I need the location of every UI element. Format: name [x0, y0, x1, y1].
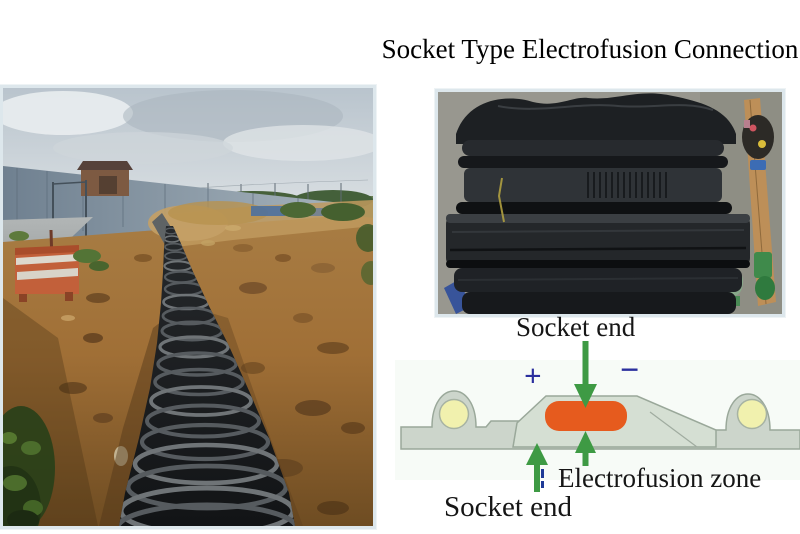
- joint-photo-art: [438, 92, 782, 314]
- polarity-minus: −: [620, 352, 640, 389]
- corrugation-core-right: [736, 398, 768, 430]
- arrow-down-head: [574, 384, 597, 408]
- site-photo-art: [3, 88, 373, 526]
- page-title: Socket Type Electrofusion Connection: [381, 34, 799, 64]
- arrow-down-stem: [582, 341, 589, 384]
- socket-end-bottom-label: Socket end: [444, 491, 573, 523]
- corrugation-core-left: [438, 398, 470, 430]
- socket-inner-edge: [649, 411, 698, 448]
- arrow-up-left-head: [526, 443, 548, 465]
- arrow-up-mid-stem: [582, 453, 589, 466]
- socket-collar: [446, 214, 750, 268]
- polarity-plus: +: [524, 358, 542, 393]
- site-photo: [0, 85, 376, 529]
- socket-end-top-label: Socket end: [516, 312, 636, 342]
- trench-shadow: [99, 318, 166, 526]
- joint-photo: [435, 89, 785, 317]
- arrows: [526, 341, 597, 492]
- electrofusion-diagram: [395, 338, 800, 500]
- cloud: [3, 91, 133, 135]
- blue-dash-mark: [541, 469, 544, 488]
- gantry-structure: [77, 161, 133, 196]
- electrofusion-zone-shape: [545, 401, 627, 431]
- electrofusion-zone-label: Electrofusion zone: [558, 463, 762, 493]
- ribbed-band: [587, 172, 667, 198]
- cloud: [53, 132, 233, 164]
- cloud: [223, 125, 373, 161]
- traffic-barrier: [15, 229, 79, 302]
- electrofusion-joint-pipe: [446, 93, 750, 314]
- electrofusion-diagram-art: [395, 341, 800, 492]
- arrow-up-mid-head: [575, 431, 596, 453]
- arrow-up-left-stem: [534, 465, 540, 492]
- yellow-scratch: [497, 177, 505, 223]
- distant-blue-panel: [251, 206, 285, 216]
- vegetation: [3, 202, 373, 526]
